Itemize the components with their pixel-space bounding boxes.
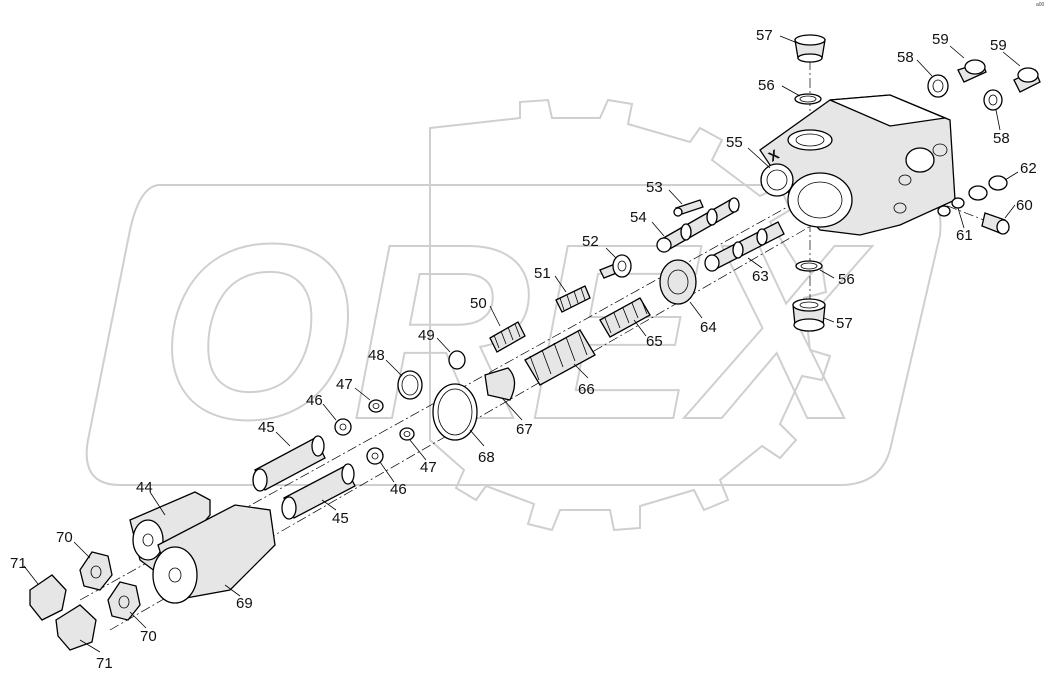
callout-53: 53 xyxy=(646,179,663,196)
callout-64: 64 xyxy=(700,319,717,336)
plug-57-bottom xyxy=(792,298,826,332)
seal-58-a xyxy=(927,74,949,98)
washer-61-b xyxy=(937,205,951,217)
plate-64 xyxy=(659,259,697,305)
o-ring-68 xyxy=(432,383,478,441)
washer-62-a xyxy=(988,175,1008,191)
callout-52: 52 xyxy=(582,233,599,250)
nut-70-b xyxy=(107,581,141,621)
valve-body: X xyxy=(759,94,956,236)
washer-47-b xyxy=(399,427,415,441)
callout-57-bottom: 57 xyxy=(836,315,853,332)
watermark-gear xyxy=(429,98,832,532)
callout-71-top: 71 xyxy=(10,555,27,572)
callout-44: 44 xyxy=(136,479,153,496)
washer-62-b xyxy=(968,185,988,201)
housing-69 xyxy=(152,504,276,604)
spring-65 xyxy=(599,297,651,338)
callout-60: 60 xyxy=(1016,197,1033,214)
callout-50: 50 xyxy=(470,295,487,312)
callout-57-top: 57 xyxy=(756,27,773,44)
washer-46-b xyxy=(366,447,384,465)
spring-51 xyxy=(555,285,591,313)
callout-55: 55 xyxy=(726,134,743,151)
washer-46-a xyxy=(334,418,352,436)
seal-58-b xyxy=(983,89,1003,111)
callout-65: 65 xyxy=(646,333,663,350)
callout-58-top: 58 xyxy=(897,49,914,66)
callout-62: 62 xyxy=(1020,160,1037,177)
plug-57-top xyxy=(794,34,826,63)
spool-63 xyxy=(704,221,785,272)
callout-54: 54 xyxy=(630,209,647,226)
callout-47-top: 47 xyxy=(336,376,353,393)
spring-50 xyxy=(489,321,526,353)
pin-53 xyxy=(673,199,704,217)
callout-69: 69 xyxy=(236,595,253,612)
callout-56-bottom: 56 xyxy=(838,271,855,288)
callout-46-bottom: 46 xyxy=(390,481,407,498)
plug-60 xyxy=(981,212,1010,235)
callout-59-a: 59 xyxy=(932,31,949,48)
plunger-45-b xyxy=(281,463,356,520)
plunger-45-a xyxy=(252,435,326,492)
spring-66 xyxy=(524,329,596,386)
callout-70-bottom: 70 xyxy=(140,628,157,645)
callout-46-top: 46 xyxy=(306,392,323,409)
leader-lines xyxy=(23,35,1021,653)
cap-67 xyxy=(484,367,516,401)
housing-44 xyxy=(129,491,211,576)
callout-45-bottom: 45 xyxy=(332,510,349,527)
washer-49 xyxy=(448,350,466,370)
spool-54 xyxy=(656,197,740,253)
cap-71-b xyxy=(55,604,97,651)
nut-70-a xyxy=(79,551,113,591)
callout-63: 63 xyxy=(752,268,769,285)
callout-67: 67 xyxy=(516,421,533,438)
corner-mark: a00 xyxy=(1036,2,1045,8)
callout-45-top: 45 xyxy=(258,419,275,436)
retainer-52 xyxy=(599,254,632,279)
o-ring-56-bottom xyxy=(795,260,823,272)
callout-66: 66 xyxy=(578,381,595,398)
callout-59-b: 59 xyxy=(990,37,1007,54)
callout-58-bottom: 58 xyxy=(993,130,1010,147)
callout-70-top: 70 xyxy=(56,529,73,546)
o-ring-56-top xyxy=(794,93,822,105)
callout-labels: 57 56 58 59 59 58 55 62 53 60 54 61 52 6… xyxy=(10,27,1037,672)
callout-56-top: 56 xyxy=(758,77,775,94)
callout-47-bottom: 47 xyxy=(420,459,437,476)
callout-48: 48 xyxy=(368,347,385,364)
washer-47-a xyxy=(368,399,384,413)
callout-71-bottom: 71 xyxy=(96,655,113,672)
callout-49: 49 xyxy=(418,327,435,344)
washer-61-a xyxy=(951,197,965,209)
callout-68: 68 xyxy=(478,449,495,466)
cap-71-a xyxy=(29,574,67,621)
callout-61: 61 xyxy=(956,227,973,244)
callout-51: 51 xyxy=(534,265,551,282)
plug-59-b xyxy=(1013,67,1041,93)
plug-59-a xyxy=(957,59,987,83)
